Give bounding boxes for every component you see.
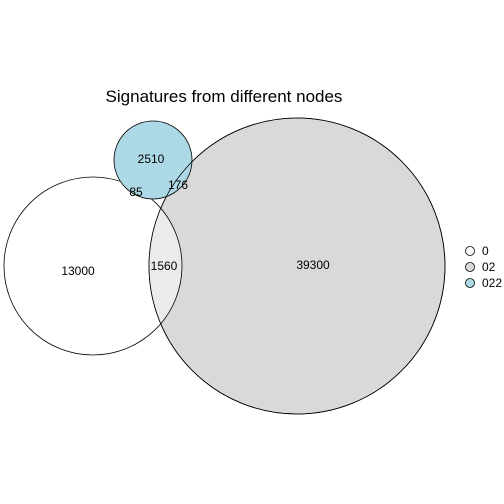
- legend-label-022: 022: [482, 276, 502, 290]
- count-only-0: 13000: [61, 264, 95, 278]
- legend-label-02: 02: [482, 260, 496, 274]
- count-02-and-022: 176: [168, 178, 188, 192]
- legend: 0 02 022: [465, 244, 502, 290]
- legend-label-0: 0: [482, 244, 489, 258]
- count-only-022: 2510: [138, 152, 165, 166]
- legend-swatch-02: [465, 262, 475, 272]
- count-0-and-022: 85: [129, 185, 143, 199]
- venn-circle-022: [113, 120, 193, 200]
- count-0-and-02: 1560: [151, 259, 178, 273]
- legend-swatch-022: [465, 278, 475, 288]
- venn-circle-02-outline: [148, 117, 446, 415]
- legend-swatch-0: [465, 246, 475, 256]
- count-only-02: 39300: [296, 258, 330, 272]
- venn-circle-0-outline: [3, 176, 183, 356]
- diagram-title: Signatures from different nodes: [106, 87, 343, 106]
